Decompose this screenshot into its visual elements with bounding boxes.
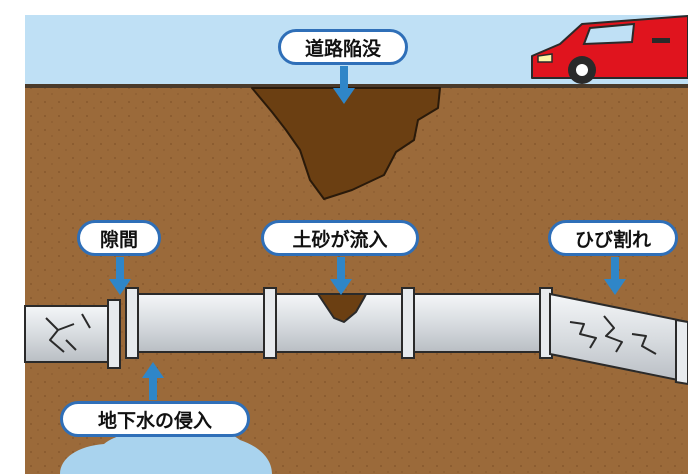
road-cavity [251,87,441,200]
arrow-down-icon [604,257,626,295]
label-gap: 隙間 [77,220,161,256]
right-pipe [549,292,688,386]
car-icon [531,15,688,84]
soil-inflow-hole [317,293,367,323]
arrow-up-icon [142,362,164,400]
label-road-collapse: 道路陥没 [278,29,408,65]
left-pipe [24,299,121,369]
arrow-down-icon [333,66,355,104]
label-groundwater-intrusion: 地下水の侵入 [60,401,250,437]
main-pipe [125,287,553,359]
arrow-down-icon [109,257,131,295]
arrow-down-icon [330,257,352,295]
label-crack: ひび割れ [548,220,678,256]
label-soil-inflow: 土砂が流入 [261,220,419,256]
crack-icon [45,313,91,353]
crack-icon [569,315,657,355]
groundwater [60,427,272,474]
road-surface [25,84,688,88]
